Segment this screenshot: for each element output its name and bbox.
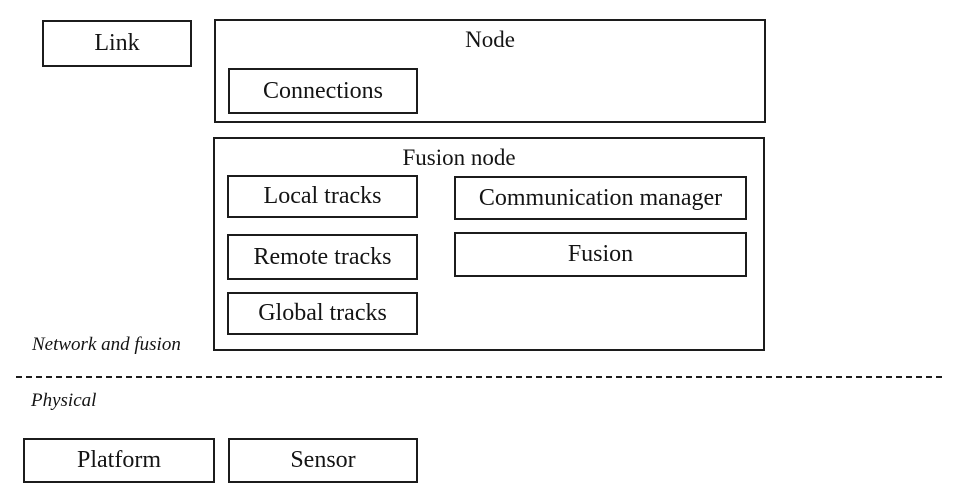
network-and-fusion-label: Network and fusion [32, 334, 181, 355]
communication-manager-label: Communication manager [478, 184, 723, 211]
local-tracks-label: Local tracks [263, 183, 382, 209]
communication-manager-box: Communication manager [454, 176, 747, 220]
platform-label: Platform [77, 447, 161, 473]
sensor-box: Sensor [228, 438, 418, 483]
global-tracks-box: Global tracks [227, 292, 418, 335]
connections-box: Connections [228, 68, 418, 114]
connections-label: Connections [263, 77, 383, 104]
node-box: Node Connections [214, 19, 766, 123]
local-tracks-box: Local tracks [227, 175, 418, 218]
fusion-node-box: Fusion node Local tracks Communication m… [213, 137, 765, 351]
fusion-node-title: Fusion node [402, 145, 516, 170]
remote-tracks-box: Remote tracks [227, 234, 418, 280]
node-title: Node [465, 27, 515, 52]
link-label: Link [94, 30, 140, 56]
layer-divider-dashed-line [16, 376, 943, 378]
fusion-label: Fusion [567, 241, 634, 267]
sensor-label: Sensor [290, 447, 356, 473]
physical-label: Physical [31, 390, 97, 411]
platform-box: Platform [23, 438, 215, 483]
link-box: Link [42, 20, 192, 67]
global-tracks-label: Global tracks [258, 300, 387, 326]
remote-tracks-label: Remote tracks [253, 243, 392, 270]
fusion-box: Fusion [454, 232, 747, 277]
